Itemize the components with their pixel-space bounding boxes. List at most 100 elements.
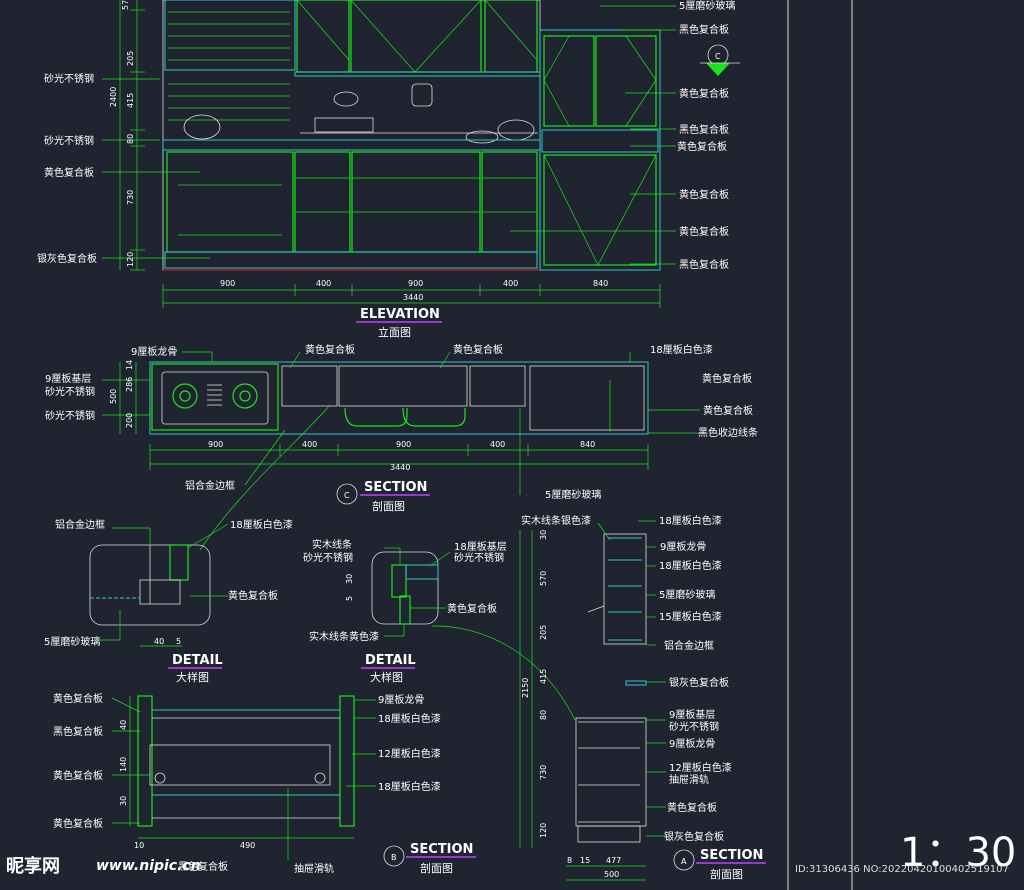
material-label: 黄色复合板 xyxy=(703,404,753,417)
material-label: 黄色复合板 xyxy=(305,343,355,356)
dim-text: 10 xyxy=(134,841,144,850)
dim-text: 490 xyxy=(240,841,255,850)
section-a-title: SECTION xyxy=(700,848,763,863)
material-label: 黑色复合板 xyxy=(679,23,729,36)
dim-text: 400 xyxy=(302,440,317,449)
material-label: 黄色复合板 xyxy=(702,372,752,385)
material-label: 砂光不锈钢 xyxy=(454,551,504,564)
plan-section-drawing xyxy=(102,351,700,551)
dim-total-height: 2150 xyxy=(521,678,530,698)
dim-text: 30 xyxy=(539,530,548,540)
material-label: 黑色复合板 xyxy=(679,258,729,271)
detail-mid-drawing xyxy=(371,547,576,721)
detail-left-title: DETAIL xyxy=(172,653,223,668)
material-label: 抽屉滑轨 xyxy=(669,773,709,786)
material-label: 黄色复合板 xyxy=(53,769,103,782)
section-marker: C xyxy=(344,491,350,500)
watermark-site: www.nipic.cn xyxy=(96,858,201,874)
section-marker: A xyxy=(681,857,687,866)
dim-text: 120 xyxy=(126,252,135,267)
dim-text: 900 xyxy=(220,279,235,288)
material-label: 铝合金边框 xyxy=(664,639,714,652)
material-label: 抽屉滑轨 xyxy=(294,862,334,875)
dim-text: 570 xyxy=(539,571,548,586)
dim-total-width: 500 xyxy=(604,870,619,879)
section-b-drawing xyxy=(111,695,405,867)
dim-text: 30 xyxy=(345,574,354,584)
material-label: 黄色复合板 xyxy=(228,589,278,602)
material-label: 砂光不锈钢 xyxy=(44,134,94,147)
material-label: 18厘板白色漆 xyxy=(659,559,722,572)
material-label: 18厘板白色漆 xyxy=(230,518,293,531)
dim-total-depth: 500 xyxy=(109,389,118,404)
material-label: 5厘磨砂玻璃 xyxy=(44,635,100,648)
material-label: 5厘磨砂玻璃 xyxy=(659,588,715,601)
material-label: 黄色复合板 xyxy=(44,166,94,179)
material-label: 5厘磨砂玻璃 xyxy=(545,488,601,501)
section-c-title: SECTION xyxy=(364,480,427,495)
material-label: 黑色复合板 xyxy=(178,860,228,873)
material-label: 9厘板龙骨 xyxy=(669,737,715,750)
material-label: 黑色复合板 xyxy=(679,123,729,136)
material-label: 黑色收边线条 xyxy=(698,426,758,439)
material-label: 9厘板龙骨 xyxy=(131,345,177,358)
dim-text: 415 xyxy=(539,669,548,684)
material-label: 砂光不锈钢 xyxy=(45,409,95,422)
material-label: 银灰色复合板 xyxy=(37,252,97,265)
dim-text: 5 xyxy=(176,637,181,646)
material-label: 黄色复合板 xyxy=(679,87,729,100)
dim-text: 400 xyxy=(316,279,331,288)
dim-text: 14 xyxy=(125,360,134,370)
detail-left-subtitle: 大样图 xyxy=(176,670,209,684)
material-label: 铝合金边框 xyxy=(185,479,235,492)
image-id-text: ID:31306436 NO:20220420100402519107 xyxy=(795,864,1009,875)
section-marker: C xyxy=(715,52,721,61)
dim-text: 730 xyxy=(539,765,548,780)
dim-total-width: 3440 xyxy=(403,293,423,302)
section-a-subtitle: 剖面图 xyxy=(710,867,743,881)
material-label: 9厘板龙骨 xyxy=(660,540,706,553)
dim-text: 477 xyxy=(606,856,621,865)
material-label: 黄色复合板 xyxy=(677,140,727,153)
watermark-logo: 昵享网 xyxy=(6,856,60,877)
dim-text: 80 xyxy=(126,134,135,144)
dim-text: 286 xyxy=(125,377,134,392)
dim-text: 840 xyxy=(580,440,595,449)
dim-text: 5 xyxy=(345,596,354,601)
section-c-subtitle: 剖面图 xyxy=(372,499,405,513)
material-label: 18厘板白色漆 xyxy=(378,712,441,725)
dim-text: 8 xyxy=(567,856,572,865)
material-label: 18厘板白色漆 xyxy=(378,780,441,793)
material-label: 12厘板白色漆 xyxy=(378,747,441,760)
dim-text: 730 xyxy=(126,190,135,205)
material-label: 铝合金边框 xyxy=(55,518,105,531)
dim-text: 15 xyxy=(580,856,590,865)
material-label: 黄色复合板 xyxy=(447,602,497,615)
material-label: 银灰色复合板 xyxy=(664,830,724,843)
material-label: 黄色复合板 xyxy=(453,343,503,356)
material-label: 实木线条银色漆 xyxy=(521,514,591,527)
elevation-drawing xyxy=(102,0,740,308)
material-label: 9厘板龙骨 xyxy=(378,693,424,706)
dim-text: 205 xyxy=(126,51,135,66)
material-label: 15厘板白色漆 xyxy=(659,610,722,623)
material-label: 18厘板基层 xyxy=(454,540,507,553)
dim-text: 900 xyxy=(396,440,411,449)
dim-text: 900 xyxy=(408,279,423,288)
dim-text: 30 xyxy=(119,796,128,806)
material-label: 砂光不锈钢 xyxy=(45,385,95,398)
material-label: 黄色复合板 xyxy=(53,817,103,830)
dim-text: 400 xyxy=(490,440,505,449)
section-a-drawing xyxy=(519,520,695,881)
material-label: 砂光不锈钢 xyxy=(44,72,94,85)
dim-text: 140 xyxy=(119,757,128,772)
material-label: 砂光不锈钢 xyxy=(303,551,353,564)
detail-mid-subtitle: 大样图 xyxy=(370,670,403,684)
section-marker: B xyxy=(391,853,397,862)
material-label: 黄色复合板 xyxy=(667,801,717,814)
material-label: 9厘板基层 xyxy=(669,708,715,721)
dim-text: 400 xyxy=(503,279,518,288)
elevation-title: ELEVATION xyxy=(360,307,440,322)
detail-mid-title: DETAIL xyxy=(365,653,416,668)
